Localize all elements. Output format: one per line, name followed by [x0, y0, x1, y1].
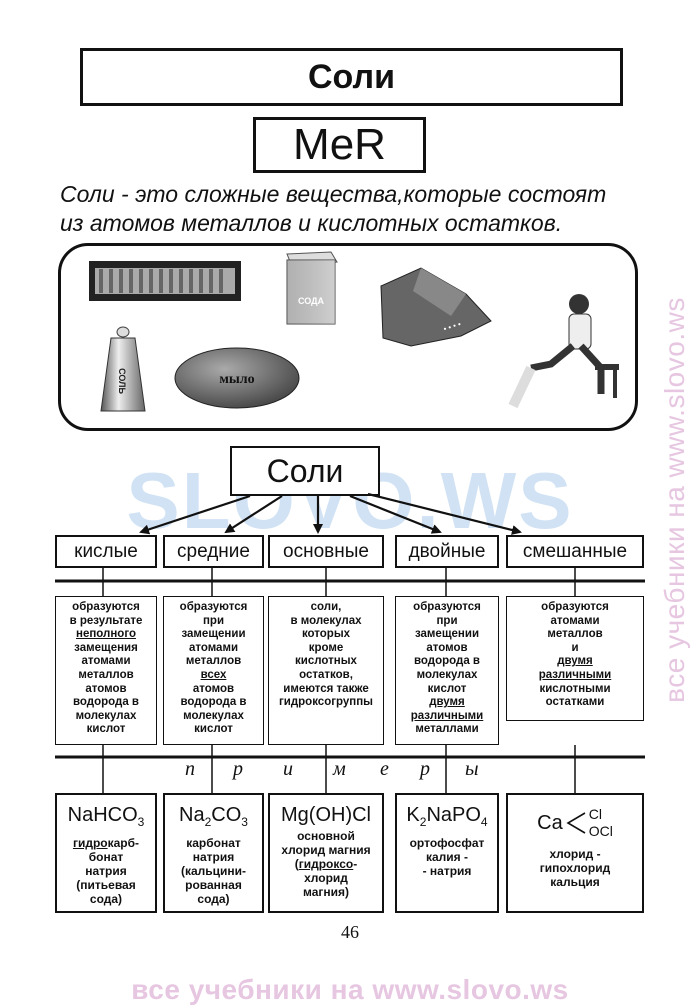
boy-with-cast-image	[508, 294, 619, 409]
example-basic: Mg(OH)Cl основной хлорид магния (гидрокс…	[268, 793, 384, 913]
example-formula: Na2CO3	[179, 804, 248, 829]
examples-letter-7: ы	[465, 758, 479, 780]
type-acidic: кислые	[55, 535, 157, 568]
example-formula: NaHCO3	[67, 804, 145, 829]
soda-box-image: СОДА	[286, 251, 338, 325]
example-middle: Na2CO3 карбонат натрия (кальцини- рованн…	[163, 793, 264, 913]
salt-label: СОЛЬ	[117, 368, 127, 394]
examples-letter-2: р	[233, 758, 243, 780]
definition: Соли - это сложные вещества,которые сост…	[60, 180, 650, 238]
example-mixed: Ca Cl OCl хлорид - гипохлорид кальция	[506, 793, 644, 913]
examples-letter-1: п	[185, 758, 195, 780]
general-formula: MeR	[253, 117, 426, 173]
arrow-to-mixed	[367, 492, 522, 535]
definition-line-1: Соли - это сложные вещества,которые сост…	[60, 181, 607, 207]
type-middle: средние	[163, 535, 264, 568]
type-mixed: смешанные	[506, 535, 644, 568]
example-formula: Ca Cl OCl	[537, 806, 613, 839]
type-double: двойные	[395, 535, 499, 568]
illustration-panel: СОДА • • • • СОЛЬ	[58, 243, 638, 431]
examples-letter-5: е	[380, 758, 389, 780]
type-basic: основные	[268, 535, 384, 568]
examples-letter-4: м	[333, 758, 346, 780]
bandage-bag-image: • • • •	[380, 267, 492, 347]
diagram-root: Соли	[230, 446, 380, 496]
arrow-to-acidic	[139, 494, 251, 535]
soda-label: СОДА	[298, 296, 325, 306]
watermark-bottom: все учебники на www.slovo.ws	[131, 974, 569, 1005]
example-formula: K2NaPO4	[406, 804, 488, 829]
soap-label: мыло	[219, 372, 254, 387]
examples-letter-6: р	[420, 758, 430, 780]
page-title: Соли	[80, 48, 623, 106]
soap-image: мыло	[174, 347, 300, 409]
definition-line-2: из атомов металлов и кислотных остатков.	[60, 210, 563, 236]
example-double: K2NaPO4 ортофосфат калия - - натрия	[395, 793, 499, 913]
example-acidic: NaHCO3 гидрокарб- бонат натрия (питьевая…	[55, 793, 157, 913]
examples-letter-3: и	[283, 758, 293, 780]
page-number: 46	[341, 922, 359, 942]
film-strip-image	[89, 261, 241, 301]
example-formula: Mg(OH)Cl	[281, 804, 371, 826]
illustrations: СОДА • • • • СОЛЬ	[89, 251, 619, 412]
arrow-to-double	[349, 494, 442, 534]
salt-shaker-image: СОЛЬ	[100, 326, 146, 412]
arrow-to-middle	[224, 495, 283, 534]
branch-glyph	[566, 812, 586, 834]
